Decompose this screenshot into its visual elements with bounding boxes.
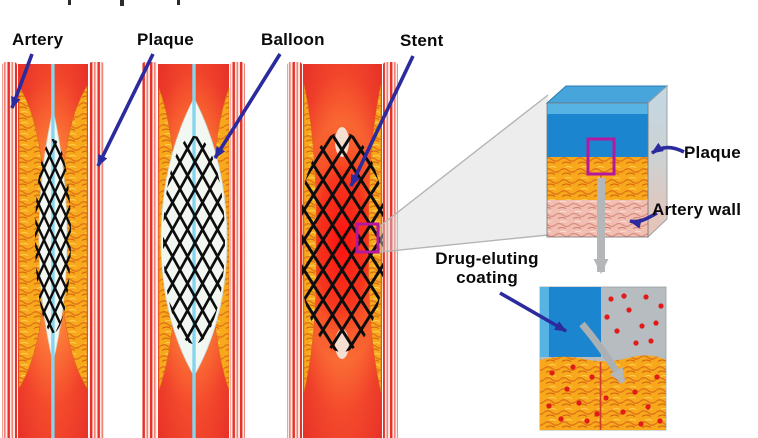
plaque-label: Plaque bbox=[137, 30, 194, 49]
label-arrows bbox=[10, 53, 685, 333]
zoom-beam-line bbox=[379, 234, 549, 253]
cropped-caption-fragment bbox=[68, 0, 71, 5]
artery-wall-stripe bbox=[230, 62, 245, 438]
stent-mesh-deployed bbox=[298, 132, 386, 352]
artery-panel-collapsed-stent bbox=[2, 62, 104, 438]
zoom-beam-line bbox=[379, 94, 549, 227]
plaque-arrow bbox=[96, 53, 155, 167]
drug-diffusion-arrow bbox=[579, 321, 627, 384]
artery-wall-stripe bbox=[89, 62, 104, 438]
artery-panel-balloon-inflated bbox=[139, 62, 249, 438]
drug-coating-arrow bbox=[499, 291, 567, 333]
artery-wall-stripe bbox=[2, 62, 17, 438]
magnifier-box bbox=[355, 222, 380, 254]
zoom-beam bbox=[379, 94, 549, 253]
cropped-caption-fragment bbox=[120, 0, 124, 6]
stent-mesh-expanding bbox=[163, 136, 225, 344]
artery-arrow bbox=[10, 53, 34, 109]
artery-wall-stripe bbox=[142, 62, 157, 438]
artery-wall-label: Artery wall bbox=[652, 200, 742, 219]
plaque-tissue bbox=[540, 355, 666, 430]
inset-drug-elution-block bbox=[539, 286, 667, 431]
inset-layer-block bbox=[545, 84, 669, 274]
drug-particle-dots bbox=[546, 293, 664, 427]
artery-wall-stripe bbox=[383, 62, 398, 438]
magnifier-box-inset bbox=[586, 137, 616, 176]
block-top-face bbox=[545, 85, 669, 104]
stent-label: Stent bbox=[400, 31, 444, 50]
coating-highlight bbox=[547, 103, 648, 114]
coating-highlight bbox=[540, 287, 549, 357]
drug-coating-line1: Drug-eluting bbox=[435, 249, 539, 268]
drug-eluting-coating-label: Drug-eluting coating bbox=[414, 249, 560, 287]
cropped-caption-fragment bbox=[177, 0, 180, 5]
artery-wall-stripe bbox=[287, 62, 302, 438]
artery-wall-arrow bbox=[629, 211, 658, 229]
artery-label: Artery bbox=[12, 30, 64, 49]
artery-panel-stent-deployed bbox=[287, 62, 398, 438]
zoom-beam-fill bbox=[380, 95, 548, 252]
drug-coating-line2: coating bbox=[456, 268, 518, 287]
stent-mesh-collapsed bbox=[35, 139, 71, 333]
plaque-inset-arrow bbox=[651, 142, 685, 155]
balloon-label: Balloon bbox=[261, 30, 325, 49]
balloon-arrow bbox=[213, 53, 282, 159]
plaque-inset-label: Plaque bbox=[684, 143, 741, 162]
stent-arrow bbox=[349, 55, 415, 187]
